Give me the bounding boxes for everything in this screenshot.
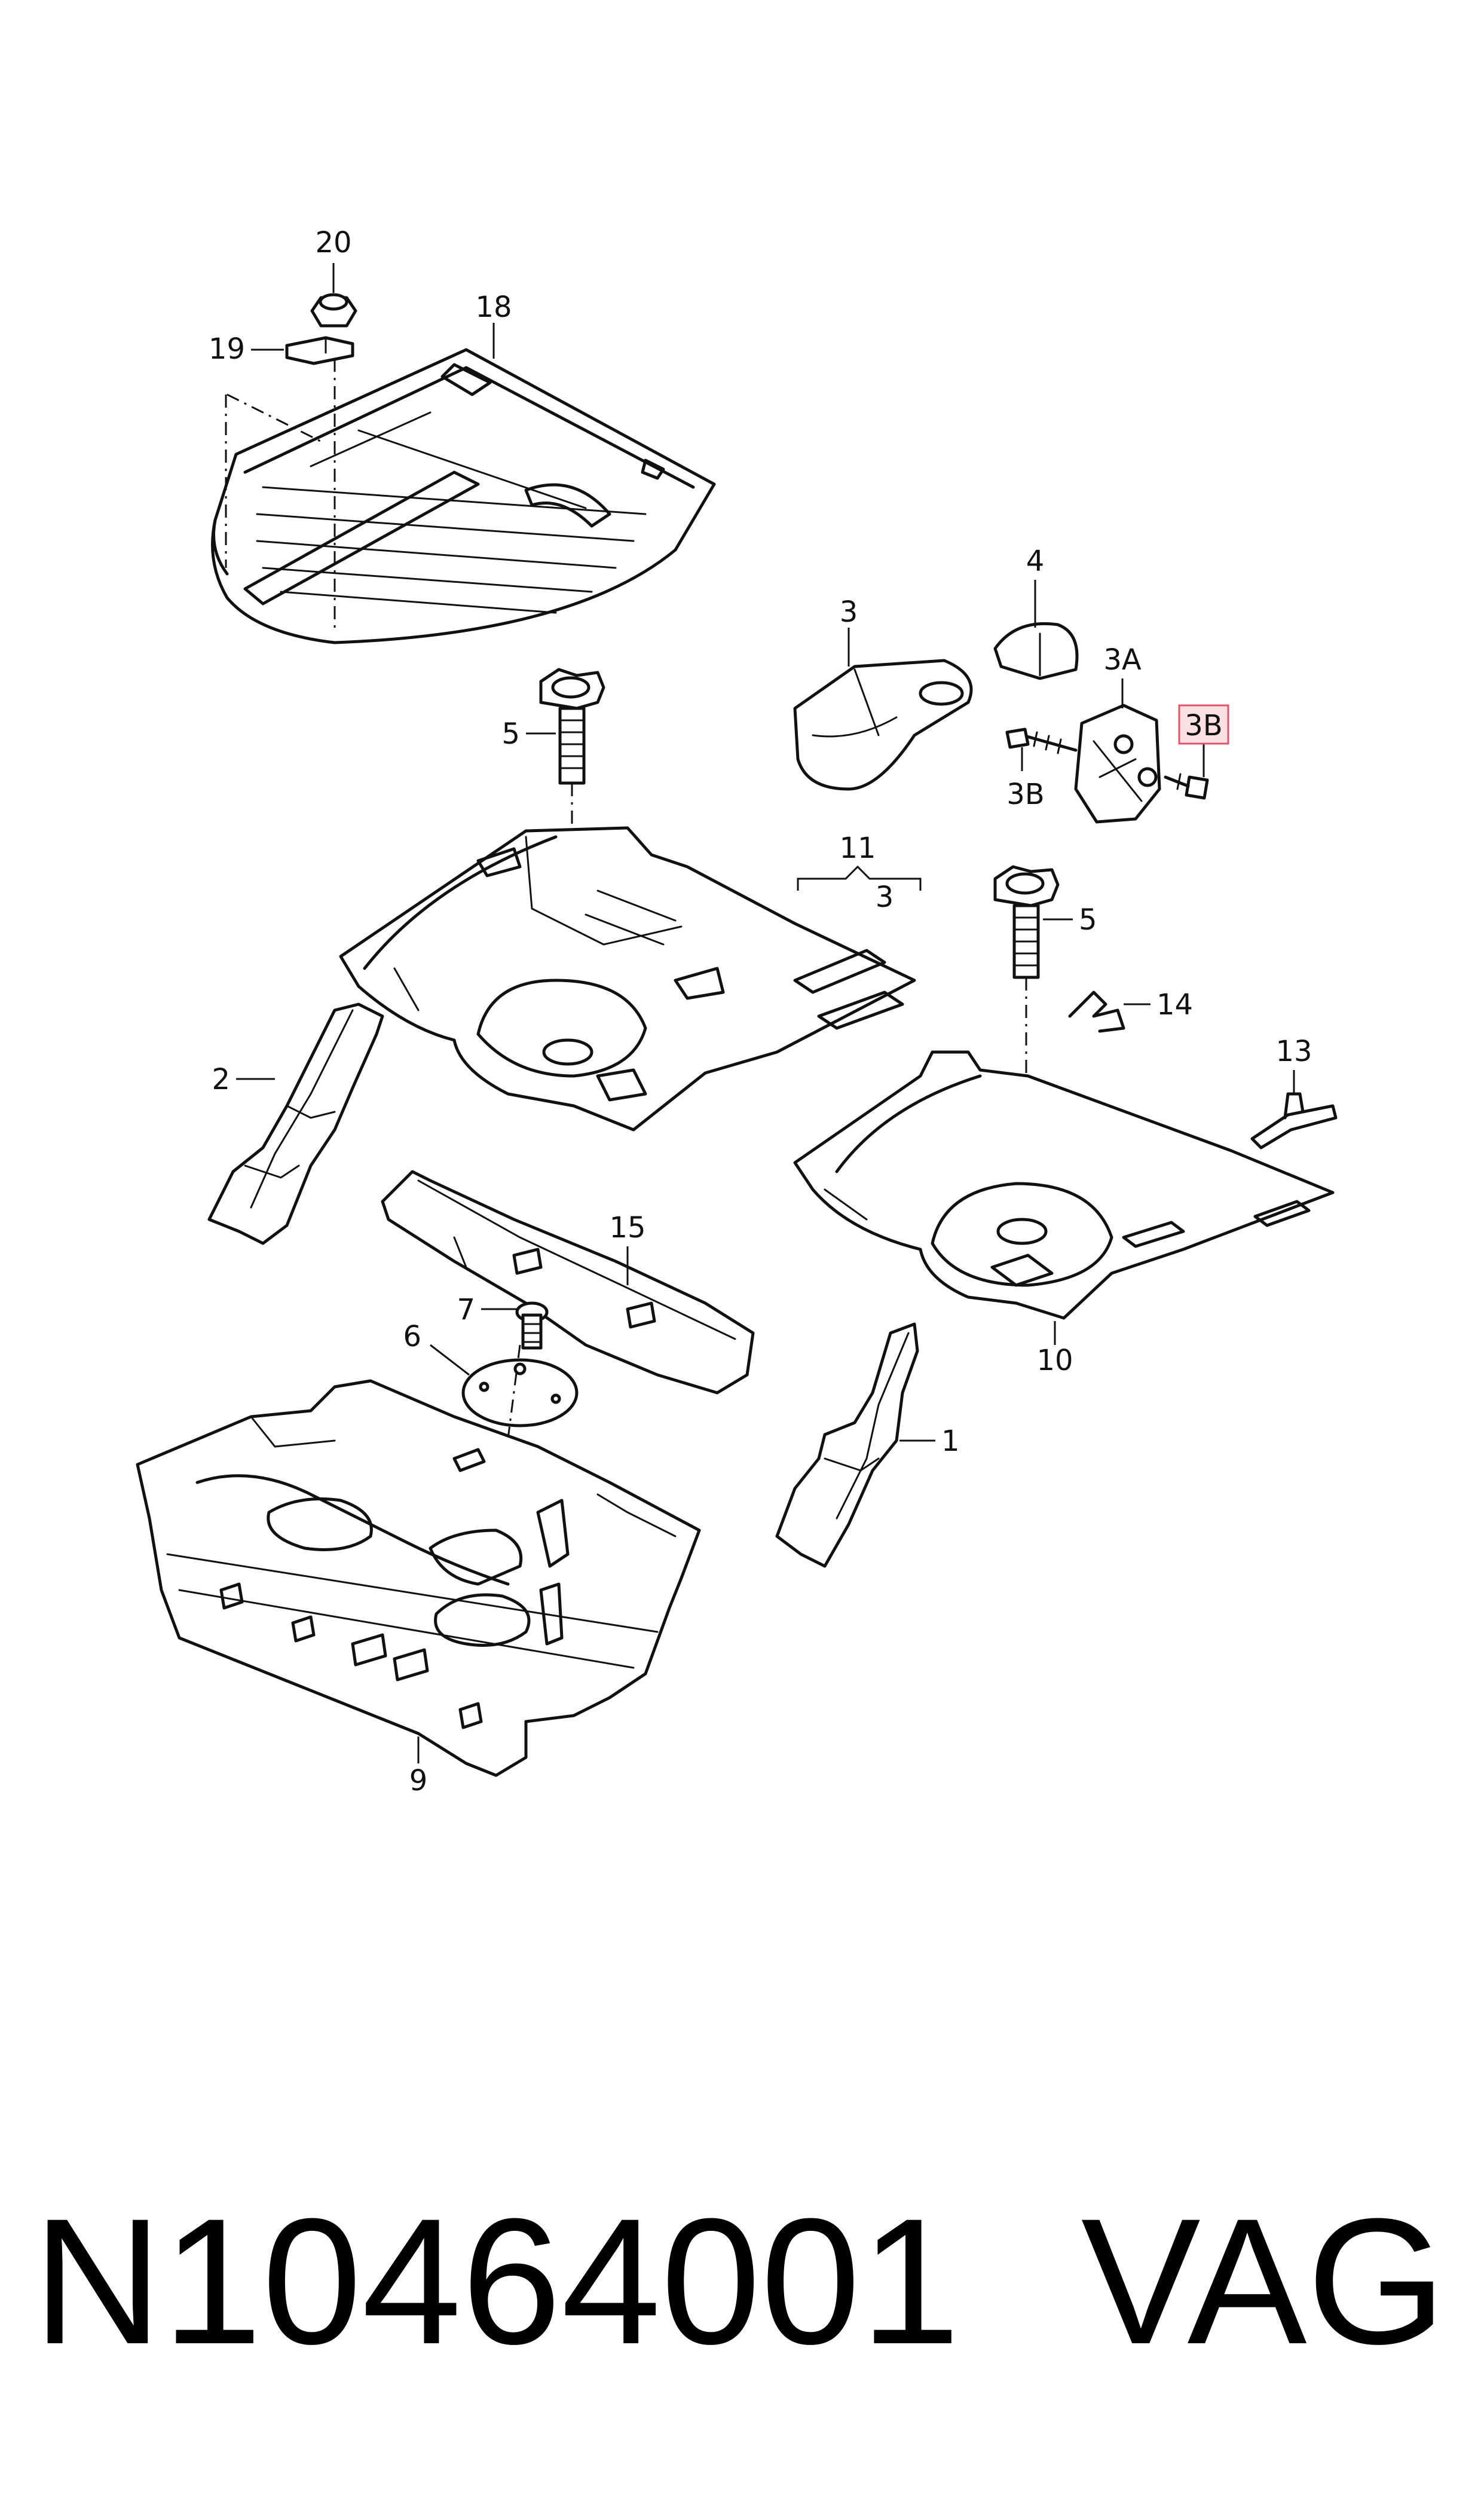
part-2-side-member [207, 1002, 384, 1245]
callout-6: 6 [403, 1320, 421, 1353]
callout-18: 18 [475, 291, 512, 324]
callout-10: 10 [1036, 1344, 1073, 1377]
callout-9: 9 [409, 1764, 428, 1797]
leader-6 [430, 1344, 470, 1376]
part-15-cross-member [381, 1170, 755, 1395]
callout-20: 20 [315, 226, 351, 259]
callout-14: 14 [1156, 988, 1193, 1022]
callout-4: 4 [1026, 545, 1045, 578]
part-5-bolt-right [993, 865, 1060, 979]
part-1-side-member [775, 1322, 919, 1568]
part-11-spare-wheel-well [339, 826, 916, 1132]
callout-3a: 3A [1103, 643, 1142, 677]
part-13-bracket [1250, 1092, 1338, 1150]
part-6-cover-disc [461, 1358, 579, 1427]
callout-11: 11 [839, 831, 876, 865]
bracket-line-11 [797, 865, 922, 891]
callout-2: 2 [212, 1063, 230, 1096]
part-19-clip [285, 336, 354, 365]
callout-3b-highlight: 3B [1185, 709, 1222, 742]
callout-1: 1 [941, 1424, 960, 1458]
callout-3-mid: 3 [876, 881, 894, 914]
callout-19: 19 [209, 332, 245, 366]
callout-13: 13 [1275, 1035, 1312, 1068]
part-20-nut [310, 293, 357, 328]
callout-3b-lower: 3B [1006, 778, 1044, 811]
callout-3-top: 3 [840, 595, 858, 629]
part-5-bolt-left [539, 668, 605, 785]
highlight-box-3b [1178, 704, 1229, 745]
callout-5-left: 5 [501, 717, 520, 751]
footer-part-number: N10464001 [33, 2181, 960, 2382]
part-18-floor-cover [211, 348, 716, 644]
part-3a-latch [1074, 704, 1161, 824]
callout-7: 7 [457, 1293, 475, 1326]
part-10-spare-wheel-well [793, 1050, 1335, 1320]
part-3b-bolt-right [1164, 773, 1209, 800]
callout-5-right: 5 [1079, 903, 1097, 937]
part-3-trim-bracket [793, 659, 973, 791]
part-3b-bolt-left [1005, 727, 1078, 754]
part-7-screw [515, 1301, 549, 1350]
footer-brand: VAG [1081, 2181, 1446, 2382]
part-9-rear-floor [136, 1379, 701, 1777]
guide-line-18 [227, 393, 323, 444]
part-4-cap [993, 622, 1079, 680]
callout-15: 15 [609, 1211, 645, 1245]
part-14-wire-clip [1068, 990, 1125, 1033]
